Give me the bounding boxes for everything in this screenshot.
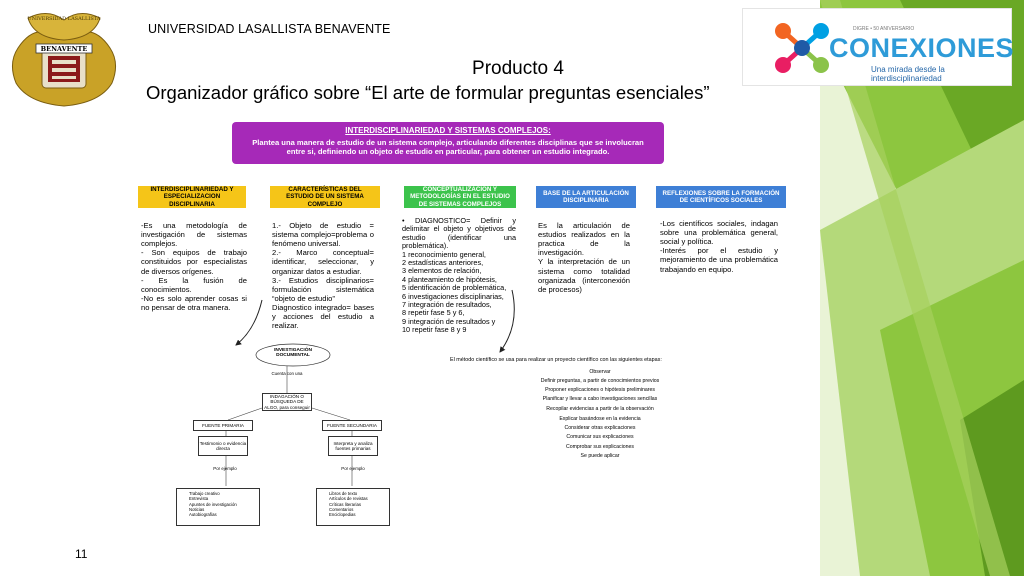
flow-right-sub: Interpreta y analiza fuentes primarias	[328, 436, 378, 456]
top-panel-body: Plantea una manera de estudio de un sist…	[252, 138, 644, 157]
column-3-line: 4 planteamiento de hipótesis,	[402, 274, 497, 284]
column-text-1: -Es una metodología de investigación de …	[141, 221, 247, 312]
university-name: UNIVERSIDAD LASALLISTA BENAVENTE	[148, 22, 391, 36]
column-3-line: 6 investigaciones disciplinarias,	[402, 291, 504, 301]
column-3-line: 7 integración de resultados,	[402, 299, 492, 309]
column-text-5: -Los científicos sociales, indagan sobre…	[660, 219, 778, 274]
column-text-2: 1.- Objeto de estudio = sistema complejo…	[272, 221, 374, 330]
seal-banner-text: BENAVENTE	[41, 45, 88, 53]
column-1-line: - Es la fusión de conocimientos.	[141, 275, 247, 294]
list-item: Entrevista	[189, 496, 209, 502]
column-4-line: Y la interpretación de un sistema como t…	[538, 257, 630, 294]
method-step: Planificar y llevar a cabo investigacion…	[542, 396, 658, 402]
method-step: Recopilar evidencias a partir de la obse…	[546, 406, 654, 412]
list-item: Artículos de revistas	[329, 496, 368, 502]
flow-right-example: Por ejemplo	[341, 466, 365, 471]
list-item: Autobiografías	[189, 512, 217, 518]
list-item: Trabajo creativo	[189, 491, 220, 496]
column-header-3: CONCEPTUALIZACIÓN Y METODOLOGÍAS EN EL E…	[404, 186, 516, 208]
flow-left-box: FUENTE PRIMARIA	[193, 420, 253, 431]
list-item: Libros de texto	[329, 491, 358, 496]
conexiones-logo: DIGRE • 50 ANIVERSARIO CONEXIONES Una mi…	[742, 8, 1015, 86]
list-item: Apuntes de investigación	[189, 501, 237, 507]
column-text-4: Es la articulación de estudios realizado…	[538, 221, 630, 294]
flow-center-box: INDAGACIÓN O BÚSQUEDA DE ALGO, para cons…	[262, 393, 312, 411]
method-step: Explicar basándose en la evidencia	[559, 416, 641, 422]
list-item: Comentarios	[329, 507, 354, 513]
method-step: Definir preguntas, a partir de conocimie…	[540, 378, 660, 384]
method-step: Proponer explicaciones o hipótesis preli…	[545, 387, 655, 393]
slide-subtitle: Organizador gráfico sobre “El arte de fo…	[146, 82, 710, 103]
method-step: Observar	[589, 369, 611, 375]
university-seal-icon: BENAVENTE UNIVERSIDAD LASALLISTA	[12, 13, 116, 107]
top-panel: INTERDISCIPLINARIEDAD Y SISTEMAS COMPLEJ…	[232, 122, 664, 164]
column-5-line: -Los científicos sociales, indagan sobre…	[660, 219, 778, 247]
flow-left-sub: Testimonio o evidencia directa	[198, 436, 248, 456]
column-1-line: - Son equipos de trabajo constituidos po…	[141, 248, 247, 276]
column-3-line: • DIAGNOSTICO= Definir y delimitar el ob…	[402, 216, 516, 251]
scientific-method-intro: El método científico se usa para realiza…	[450, 357, 662, 363]
column-3-line: 9 integración de resultados y	[402, 316, 496, 326]
column-header-1: INTERDISCIPLINARIEDAD Y ESPECIALIZACION …	[138, 186, 246, 208]
flow-left-list: Trabajo creativo Entrevista Apuntes de i…	[176, 488, 260, 526]
method-step: Considerar otras explicaciones	[564, 425, 636, 431]
column-3-line: 2 estadísticas anteriores,	[402, 257, 484, 267]
column-1-line: -Es una metodología de investigación de …	[141, 221, 247, 249]
page-number: 11	[75, 547, 88, 561]
list-item: Críticas literarias	[329, 501, 361, 507]
flow-root: INVESTIGACIÓN DOCUMENTAL	[274, 348, 312, 359]
column-3-line: 10 repetir fase 8 y 9	[402, 325, 467, 335]
column-2-line: 3.- Estudios disciplinarios= formulación…	[272, 275, 374, 303]
column-2-line: Diagnostico integrado= bases y acciones …	[272, 302, 374, 331]
column-text-3: • DIAGNOSTICO= Definir y delimitar el ob…	[402, 216, 516, 335]
method-step: Comprobar sus explicaciones	[565, 444, 635, 450]
logo-brand: CONEXIONES	[829, 33, 1015, 63]
method-step: Se puede aplicar	[580, 453, 620, 459]
flow-connector-text: Cuenta con una	[271, 371, 303, 376]
flow-right-box: FUENTE SECUNDARIA	[322, 420, 382, 431]
column-4-line: Es la articulación de estudios realizado…	[538, 221, 630, 258]
column-header-4: BASE DE LA ARTICULACIÓN DISCIPLINARIA	[536, 186, 636, 208]
column-5-line: -Interés por el estudio y mejoramiento d…	[660, 246, 778, 274]
flow-left-example: Por ejemplo	[213, 466, 237, 471]
logo-tagline: Una mirada desde la interdisciplinarieda…	[871, 65, 945, 83]
column-2-line: 2.- Marco conceptual= identificar, selec…	[272, 248, 374, 276]
column-3-line: 3 elementos de relación,	[402, 266, 482, 276]
list-item: Noticias	[189, 507, 205, 513]
network-icon	[775, 23, 829, 73]
column-1-line: -No es solo aprender cosas si no pensar …	[141, 293, 247, 312]
top-panel-title: INTERDISCIPLINARIEDAD Y SISTEMAS COMPLEJ…	[345, 126, 551, 135]
column-3-line: 1 reconocimiento general,	[402, 249, 486, 259]
column-header-2: CARACTERÍSTICAS DEL ESTUDIO DE UN SISTEM…	[270, 186, 380, 208]
logo-small-text: DIGRE • 50 ANIVERSARIO	[853, 26, 915, 32]
method-step: Comunicar sus explicaciones	[566, 434, 634, 440]
slide-title: Producto 4	[472, 58, 564, 79]
seal-top-text: UNIVERSIDAD LASALLISTA	[28, 16, 101, 22]
column-header-5: REFLEXIONES SOBRE LA FORMACIÓN DE CIENTÍ…	[656, 186, 786, 208]
list-item: Enciclopedias	[329, 512, 356, 518]
column-3-line: 5 identificación de problemática,	[402, 283, 507, 293]
column-3-line: 8 repetir fase 5 y 6,	[402, 308, 465, 318]
flow-right-list: Libros de texto Artículos de revistas Cr…	[316, 488, 390, 526]
column-2-line: 1.- Objeto de estudio = sistema complejo…	[272, 221, 374, 249]
